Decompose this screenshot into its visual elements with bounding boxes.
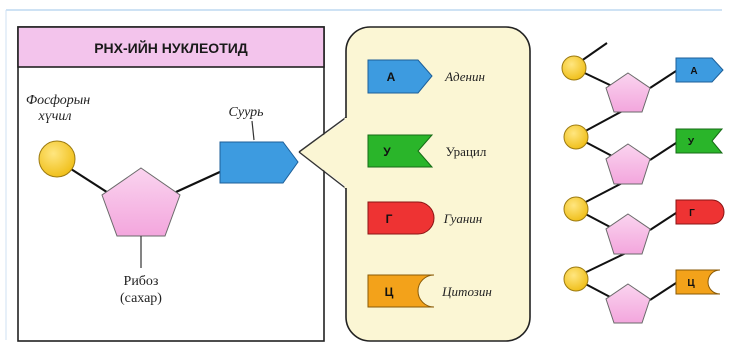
phosphate-circle-icon (38, 140, 76, 178)
ribose-pentagon-icon (605, 143, 651, 185)
base-block-icon (219, 141, 299, 184)
ribose-pentagon-icon (605, 213, 651, 255)
base-label: Суурь (229, 105, 264, 120)
phosphate-label-line2: хүчил (38, 109, 72, 124)
adenine-letter: А (387, 70, 396, 84)
diagram-title: РНХ-ИЙН НУКЛЕОТИД (94, 39, 248, 56)
uracil-icon (367, 134, 434, 168)
guanine-name: Гуанин (443, 211, 483, 226)
uracil-icon (675, 128, 724, 154)
uracil-name: Урацил (446, 144, 487, 159)
cytosine-icon (367, 274, 435, 308)
ribose-pentagon-icon (605, 283, 651, 324)
uracil-letter: У (383, 145, 391, 159)
phosphate-circle-icon (563, 124, 589, 150)
phosphate-circle-icon (561, 55, 587, 81)
bases-panel: А Аденин У Урацил Г Гуанин Ц Цитозин (344, 26, 531, 342)
cytosine-letter: Ц (385, 285, 394, 299)
strand-letter-u: У (688, 137, 695, 148)
ribose-label-line1: Рибоз (124, 274, 159, 289)
adenine-icon (675, 57, 724, 83)
phosphate-label-line1: Фосфорын (26, 93, 90, 108)
cytosine-name: Цитозин (441, 284, 492, 299)
phosphate-circle-icon (563, 266, 589, 292)
ribose-pentagon-icon (605, 72, 651, 113)
phosphate-circle-icon (563, 196, 589, 222)
adenine-icon (367, 59, 433, 94)
rna-strand: А У Г Ц (561, 42, 725, 324)
guanine-icon (367, 201, 435, 235)
guanine-letter: Г (386, 212, 393, 226)
strand-letter-g: Г (689, 208, 695, 219)
strand-letter-c: Ц (687, 278, 695, 289)
nucleotide-box: РНХ-ИЙН НУКЛЕОТИД Фосфорын хүчил Рибоз (… (17, 26, 325, 342)
strand-letter-a: А (690, 66, 697, 77)
adenine-name: Аденин (444, 69, 485, 84)
ribose-label-line2: (сахар) (120, 291, 162, 306)
guanine-icon (675, 199, 725, 225)
cytosine-icon (675, 269, 721, 295)
